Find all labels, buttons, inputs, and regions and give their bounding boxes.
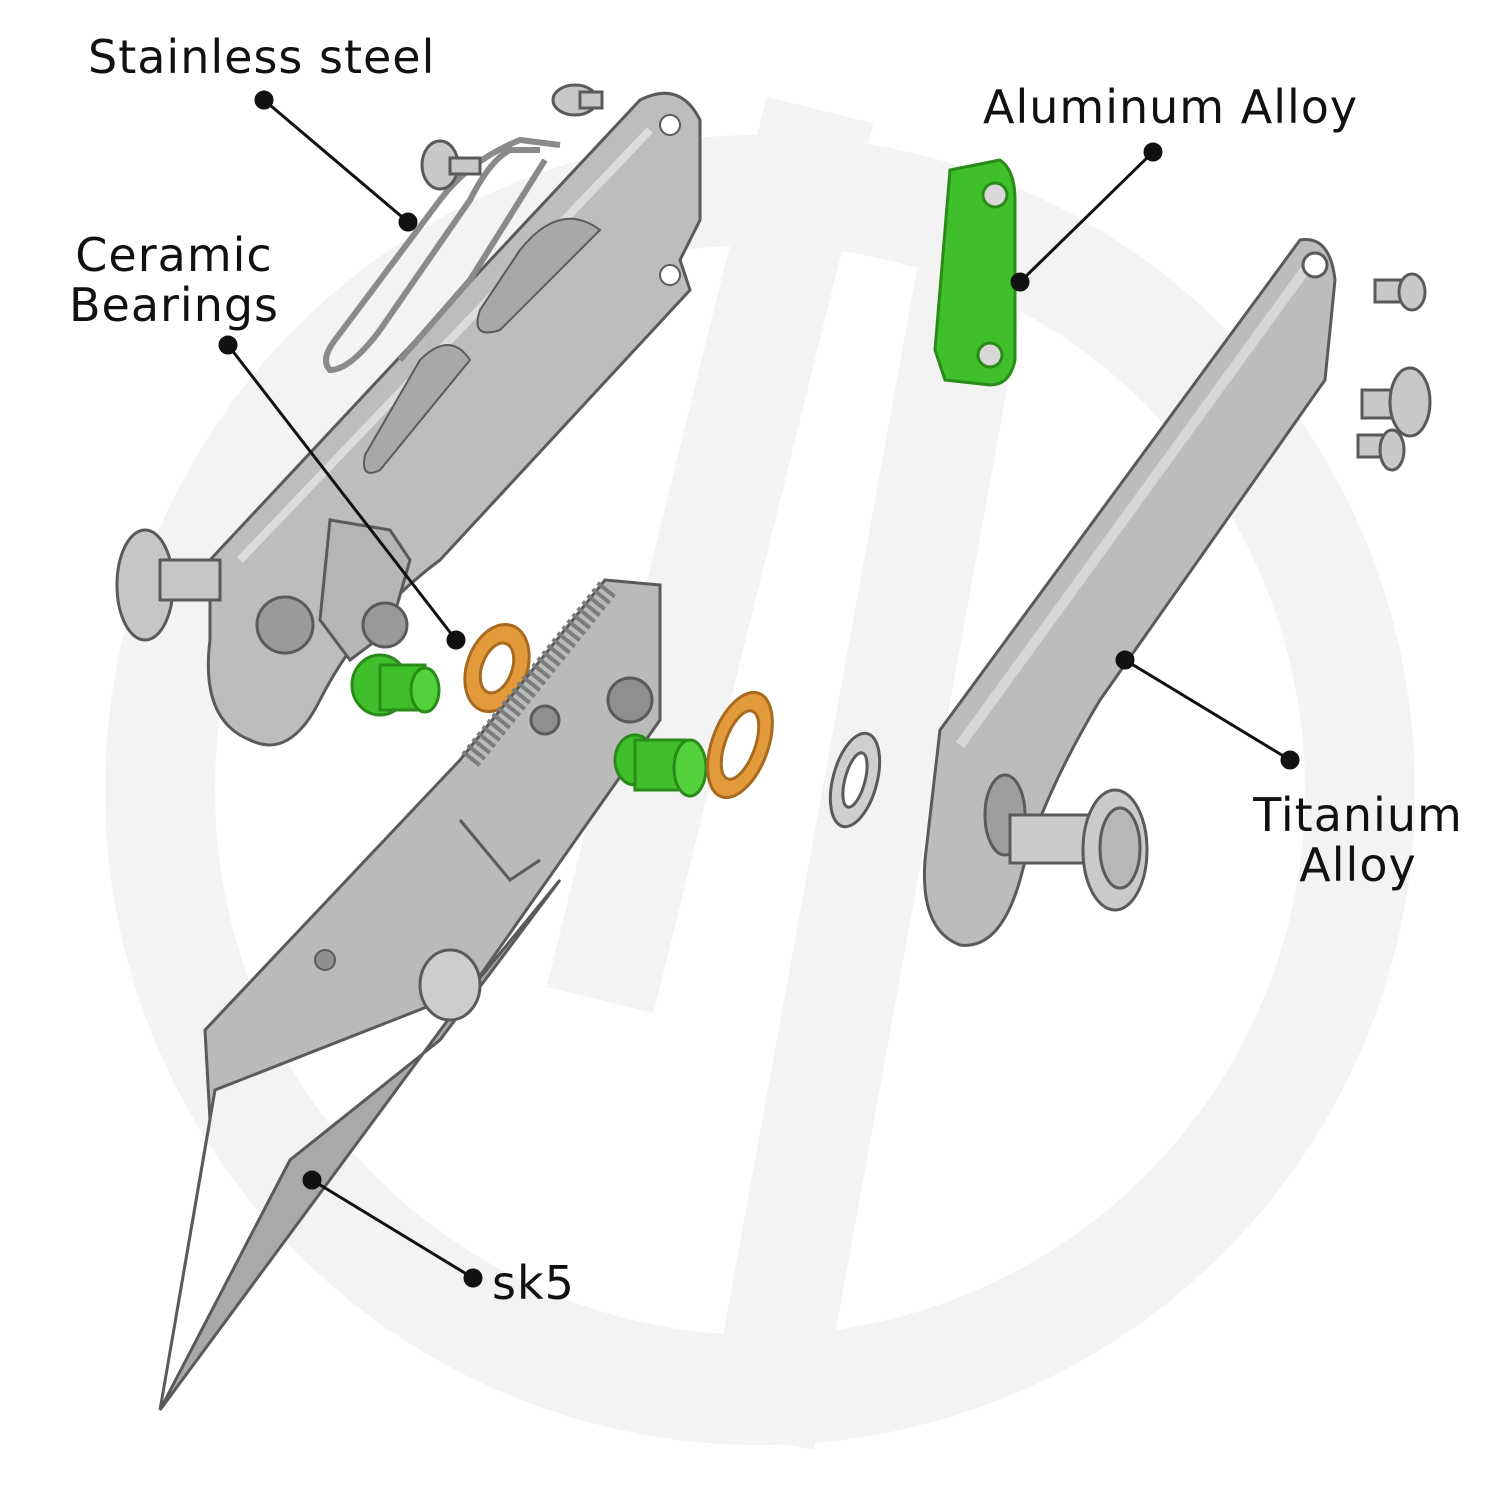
front-handle-scale bbox=[922, 238, 1337, 947]
label-titanium-line2: Alloy bbox=[1299, 838, 1417, 892]
label-ceramic-bearings: Ceramic Bearings bbox=[50, 230, 298, 330]
blade bbox=[158, 578, 662, 1411]
aluminum-backspacer bbox=[933, 158, 1017, 387]
label-aluminum-alloy: Aluminum Alloy bbox=[983, 80, 1359, 134]
green-bushing-right bbox=[613, 733, 708, 798]
ceramic-bearing-2 bbox=[706, 690, 774, 800]
right-screws bbox=[1356, 272, 1432, 472]
pivot-screw-right bbox=[1008, 788, 1149, 912]
label-ceramic-line2: Bearings bbox=[68, 278, 280, 332]
clip-screws bbox=[420, 83, 604, 191]
label-titanium-alloy: Titanium Alloy bbox=[1252, 790, 1464, 890]
watermark-logo bbox=[105, 96, 1415, 1450]
green-bushing-left bbox=[350, 653, 441, 717]
washer bbox=[828, 731, 882, 829]
label-ceramic-line1: Ceramic bbox=[75, 228, 273, 282]
liner-lock bbox=[318, 518, 412, 663]
pivot-screw-left bbox=[115, 528, 222, 642]
leader-lines bbox=[218, 90, 1300, 1288]
label-sk5: sk5 bbox=[492, 1256, 575, 1310]
label-stainless-steel: Stainless steel bbox=[88, 30, 436, 84]
label-titanium-line1: Titanium bbox=[1253, 788, 1463, 842]
